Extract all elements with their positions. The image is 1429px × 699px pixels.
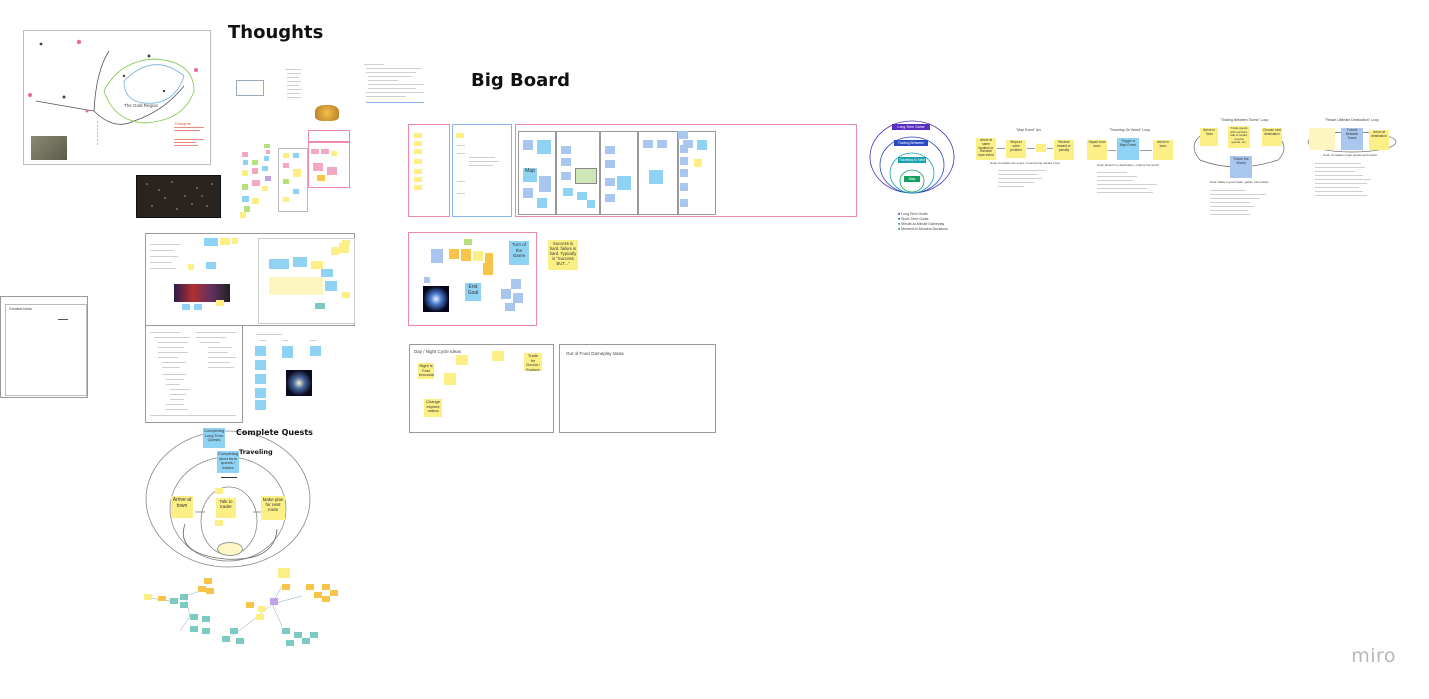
map-red-notes	[174, 127, 208, 149]
arrive-same-location-sticky[interactable]: Arrive at same location or Random town e…	[976, 138, 996, 160]
trigger-map-event-sticky[interactable]: Trigger a Map Event	[1117, 138, 1139, 160]
ring-map-event: Map Event	[904, 176, 920, 187]
arrive-town-loop-sticky[interactable]: Arrive in town	[1153, 140, 1173, 160]
miro-logo: miro	[1351, 645, 1396, 667]
end-goal-frame[interactable]: Turn of the Game End Goal	[408, 232, 537, 326]
quest-loop-diagram[interactable]: Completing Long Term Quests Complete Que…	[145, 424, 315, 570]
collage-image	[174, 284, 230, 302]
night-encounters-sticky[interactable]: Night is Fast encounters	[418, 363, 434, 379]
traveling-label: Traveling	[239, 448, 273, 456]
arrive-destination-sticky[interactable]: Arrive at destination	[1369, 130, 1389, 150]
turn-of-game-sticky[interactable]: Turn of the Game	[509, 241, 529, 265]
trade-goods-sticky[interactable]: Trade goods with vendors, talk to locals…	[1228, 126, 1250, 148]
big-board-title: Big Board	[471, 70, 571, 91]
travels-between-sticky[interactable]: Travels Between Towns	[1341, 128, 1363, 150]
map-frame[interactable]: The Gold Region ••••••• Thoughts	[23, 30, 211, 165]
game-loops-frame[interactable]	[145, 233, 355, 326]
complete-quests-label: Complete Quests	[236, 428, 313, 437]
notes-frame[interactable]	[145, 325, 243, 423]
mini-text-block	[364, 62, 428, 106]
galaxy-image-2	[423, 286, 449, 312]
ultimate-destination-loop[interactable]: "Reach Ultimate Destination" Loop Travel…	[1305, 116, 1400, 206]
ring-long-term: Long-Term Game Destination	[892, 124, 930, 135]
map-event-arc[interactable]: "Map Event" Arc Arrive at same location …	[972, 126, 1077, 196]
thoughts-title: Thoughts	[228, 22, 324, 43]
arrive-at-town-sticky[interactable]: Arrive at town	[171, 496, 193, 518]
thoughts-pink-board[interactable]	[306, 128, 350, 188]
greatest-ideas-label: Greatest Ideas	[9, 307, 32, 311]
map-thumbnail	[575, 168, 597, 184]
ultimate-loop-title: "Reach Ultimate Destination" Loop	[1325, 118, 1379, 122]
map-event-title: "Map Event" Arc	[1016, 128, 1042, 132]
traveling-world-loop[interactable]: "Traveling On World" Loop Depart from to…	[1083, 126, 1178, 196]
trade-for-goods-sticky[interactable]: Trade for Goods / Explore Markets	[524, 353, 542, 371]
big-board-frame-1[interactable]	[408, 124, 450, 217]
depart-town-sticky[interactable]: Depart from town	[1087, 140, 1107, 160]
success-note-sticky[interactable]: Success is hard. failure is hard. Typica…	[548, 240, 578, 270]
make-plan-sticky[interactable]: Make plan for next route	[261, 496, 285, 520]
gold-region-label: The Gold Region	[124, 103, 159, 108]
mini-table	[236, 80, 264, 96]
arrive-in-town-sticky[interactable]: Arrive in Town	[1200, 128, 1218, 146]
greatest-ideas-frame[interactable]: Greatest Ideas	[0, 296, 88, 398]
end-goal-sticky[interactable]: End Goal	[465, 283, 481, 301]
map-sticky[interactable]: Map	[523, 168, 537, 182]
talk-to-trader-sticky[interactable]: Talk to trader	[216, 498, 236, 518]
steps-to-solve-sticky[interactable]: Steps to solve problem	[1006, 140, 1026, 158]
day-night-title: Day / Night Cycle Ideas	[414, 349, 462, 354]
trading-loop[interactable]: "Trading Between Towns" Loop Arrive in T…	[1186, 116, 1291, 226]
mindmap-right[interactable]	[222, 566, 342, 652]
out-of-food-frame[interactable]: Out of Food Gameplay Ideas	[559, 344, 716, 433]
ring-traveling: Traveling to Next Town	[898, 157, 926, 168]
change-explore-sticky[interactable]: Change explore radius	[424, 399, 442, 417]
quest-ellipses	[145, 430, 311, 568]
dark-map-image	[136, 175, 221, 218]
map-event-goal: Goal: Complete the event / overcoming re…	[990, 161, 1061, 165]
ultimate-loop-goal: Goal: Complete major quests and trades	[1323, 153, 1377, 157]
mini-list	[285, 67, 307, 107]
completing-long-term-sticky[interactable]: Completing Long Term Quests	[203, 428, 225, 448]
completing-short-term-sticky[interactable]: Completing short term quests / trades	[217, 451, 239, 473]
choose-next-sticky[interactable]: Choose next destination	[1262, 128, 1282, 146]
traveling-world-title: "Traveling On World" Loop	[1109, 128, 1151, 132]
trading-loop-title: "Trading Between Towns" Loop	[1220, 118, 1269, 122]
day-night-frame[interactable]: Day / Night Cycle Ideas Night is Fast en…	[409, 344, 554, 433]
big-board-frame-3[interactable]: Map	[515, 124, 857, 217]
map-thoughts-heading: Thoughts	[174, 121, 191, 126]
map-paths	[28, 39, 198, 125]
receive-reward-sticky[interactable]: Receive reward or penalty	[1054, 140, 1074, 160]
out-of-food-title: Out of Food Gameplay Ideas	[566, 351, 624, 356]
blue-sticky-column[interactable]	[252, 332, 327, 412]
thoughts-sticky-cluster[interactable]	[238, 140, 310, 220]
map-notes: •••••••	[97, 120, 99, 146]
travel-world-sticky[interactable]: Travel the World	[1230, 156, 1252, 178]
traveling-world-goal: Goal: Reach my destination, explore the …	[1097, 163, 1159, 167]
big-board-frame-2[interactable]	[452, 124, 512, 217]
goals-legend: ■ Long Term Goals ■ Short-Term Goals ■ M…	[898, 212, 948, 231]
goals-diagram[interactable]: Long-Term Game Destination Trading Betwe…	[868, 115, 958, 240]
treasure-image	[315, 105, 339, 121]
galaxy-image	[286, 370, 312, 396]
map-photo	[31, 136, 67, 160]
ring-trading: Trading Between Towns	[894, 140, 928, 151]
trading-loop-goal: Goal: Make a good trade, gather informat…	[1210, 180, 1269, 184]
mindmap-left[interactable]	[140, 576, 220, 641]
